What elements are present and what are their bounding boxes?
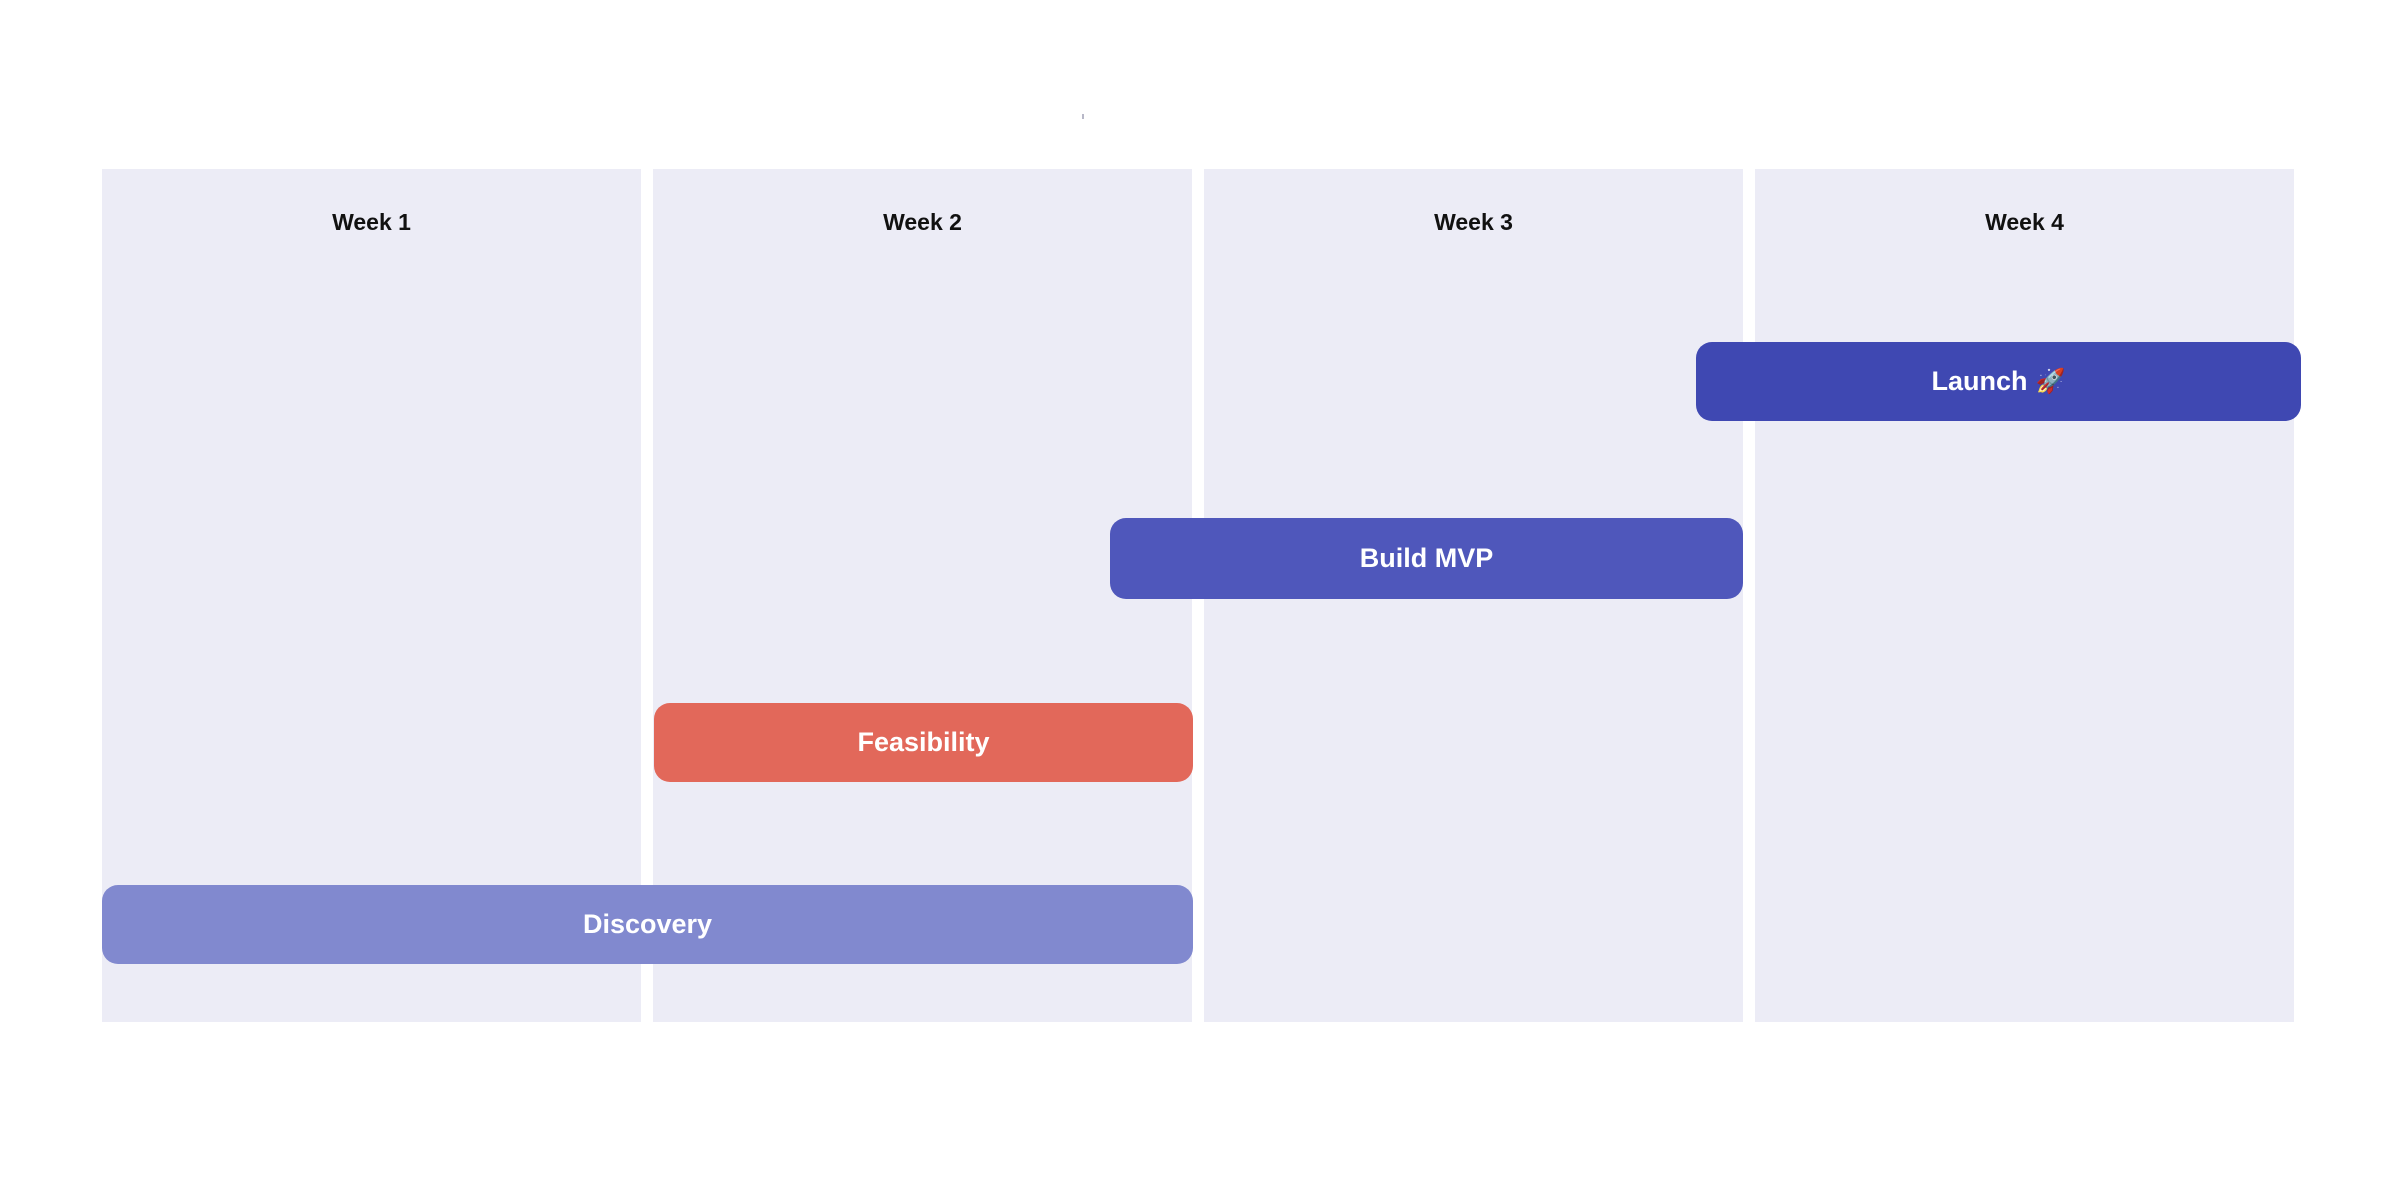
week-column-1: Week 1 bbox=[102, 169, 641, 1022]
task-label-discovery: Discovery bbox=[582, 909, 713, 939]
week-column-2: Week 2 bbox=[653, 169, 1192, 1022]
task-label-feasibility: Feasibility bbox=[857, 727, 990, 757]
week-1-label: Week 1 bbox=[332, 209, 411, 235]
task-label-launch: Launch bbox=[1931, 366, 2028, 396]
task-bar-build-mvp[interactable]: Build MVP bbox=[1110, 518, 1743, 599]
week-4-label: Week 4 bbox=[1985, 209, 2064, 235]
week-2-label: Week 2 bbox=[883, 209, 962, 235]
tiny-mark bbox=[1082, 114, 1084, 119]
week-3-label: Week 3 bbox=[1434, 209, 1513, 235]
task-bar-launch[interactable]: Launch 🚀 bbox=[1696, 342, 2301, 421]
task-bar-feasibility[interactable]: Feasibility bbox=[654, 703, 1193, 782]
week-column-4: Week 4 bbox=[1755, 169, 2294, 1022]
task-bar-discovery[interactable]: Discovery bbox=[102, 885, 1193, 964]
rocket-icon: 🚀 bbox=[2035, 368, 2066, 395]
task-label-build-mvp: Build MVP bbox=[1359, 543, 1494, 573]
